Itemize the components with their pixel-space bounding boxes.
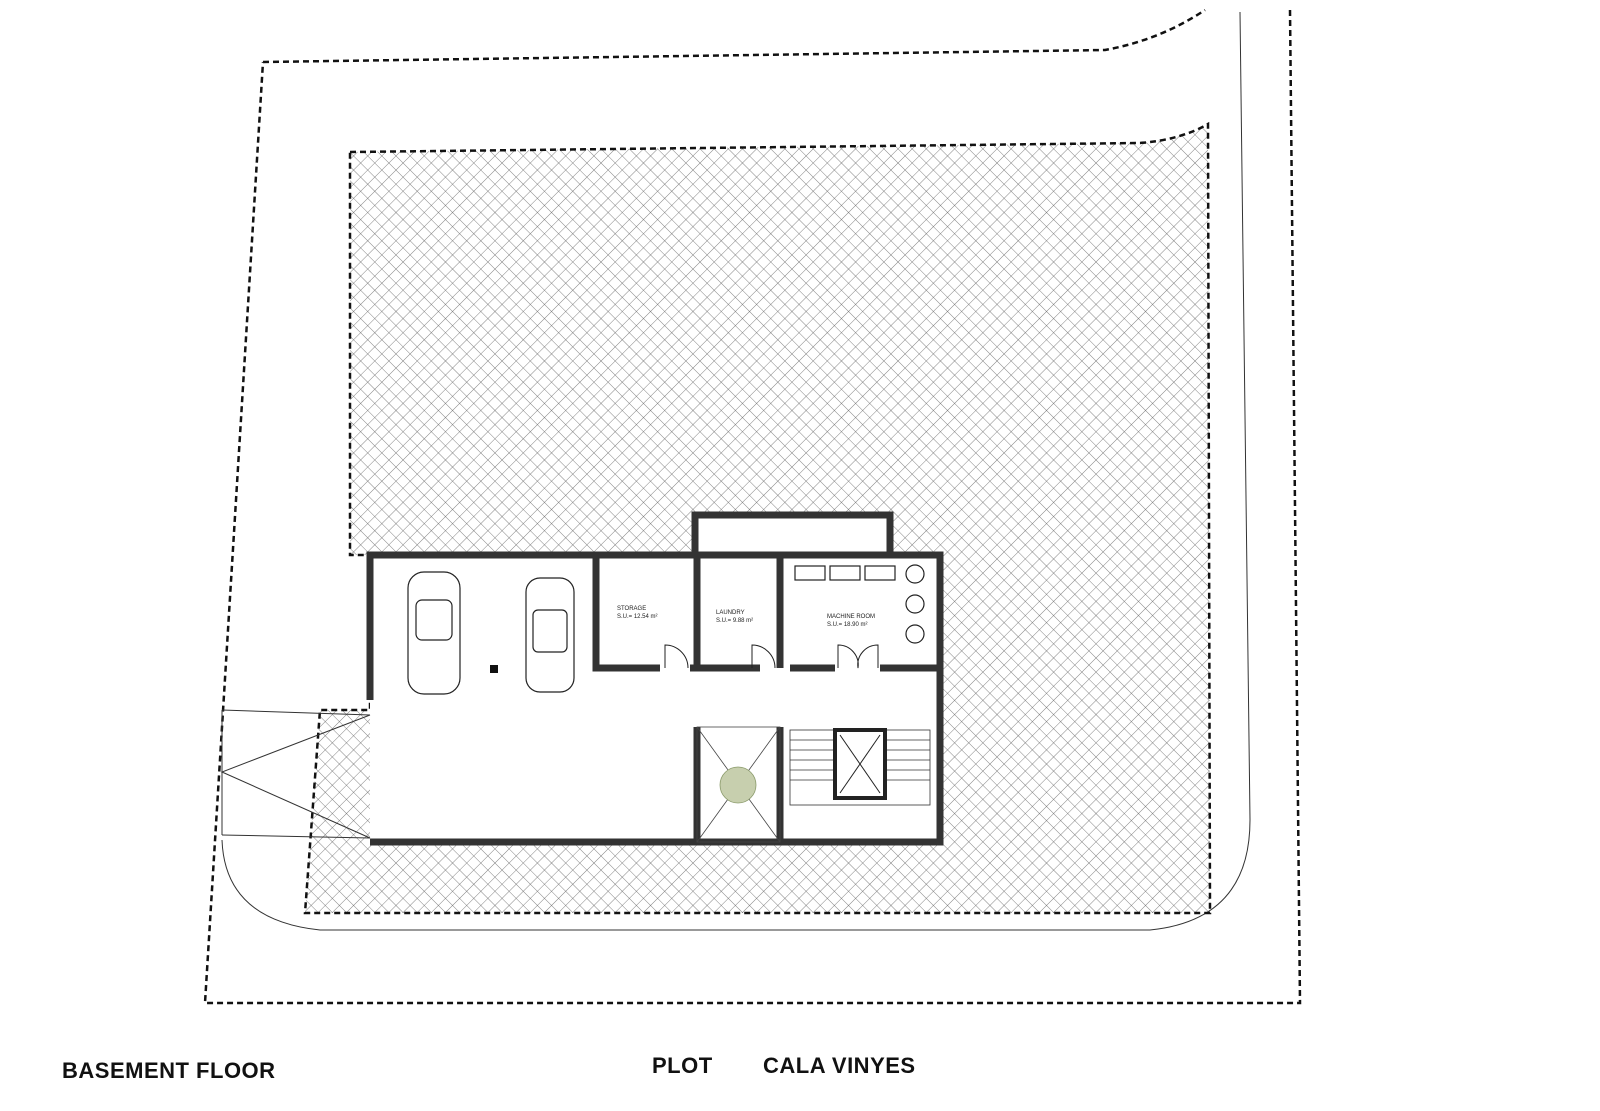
door-swings xyxy=(664,644,879,669)
building-footprint xyxy=(370,555,940,842)
room-label-storage: STORAGE S.U.= 12.54 m² xyxy=(617,605,658,621)
room-label-laundry: LAUNDRY S.U.= 9.88 m² xyxy=(716,609,753,625)
car-icon xyxy=(407,571,461,695)
machine-equipment xyxy=(794,564,925,644)
room-area: S.U.= 18.90 m² xyxy=(827,622,868,628)
room-name: MACHINE ROOM xyxy=(827,614,875,620)
plot-label: PLOT xyxy=(652,1053,713,1078)
room-area: S.U.= 9.88 m² xyxy=(716,618,754,624)
plot-boundary xyxy=(203,8,1302,1005)
room-name: STORAGE xyxy=(617,606,647,612)
project-name: CALA VINYES xyxy=(763,1053,916,1078)
room-label-machine-room: MACHINE ROOM S.U.= 18.90 m² xyxy=(827,613,875,629)
drawing-title: BASEMENT FLOOR xyxy=(62,1058,276,1083)
entrance-ramp xyxy=(220,709,371,839)
patio-plant xyxy=(696,726,781,843)
room-name: LAUNDRY xyxy=(716,610,745,616)
room-area: S.U.= 12.54 m² xyxy=(617,614,658,620)
car-icon xyxy=(525,577,575,693)
elevator xyxy=(833,728,887,800)
road-edge xyxy=(221,11,1251,931)
